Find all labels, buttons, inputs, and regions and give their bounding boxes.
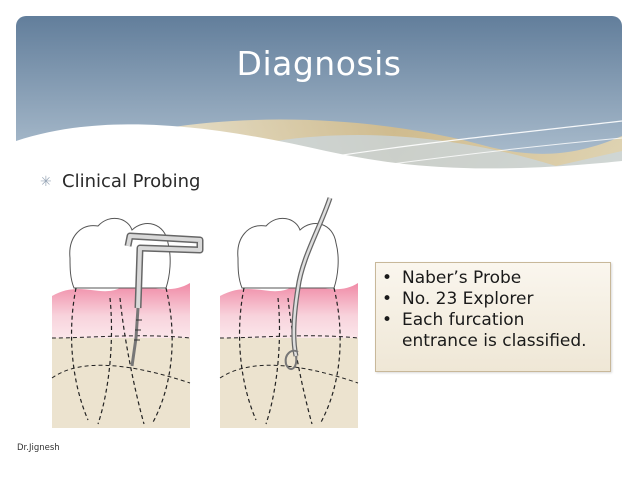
explorer-icon [284, 197, 333, 371]
bullet-text: Clinical Probing [62, 171, 201, 192]
callout-item-text: Each furcation entrance is classified. [402, 310, 587, 351]
callout-item: • Each furcation entrance is classified. [382, 310, 604, 352]
callout-item-text: Naber’s Probe [402, 268, 522, 288]
author-footer: Dr.Jignesh [17, 443, 60, 453]
bullet-dot: • [382, 268, 393, 288]
right-molar [219, 197, 359, 428]
bullet-dot: • [382, 310, 393, 330]
callout-item: • Naber’s Probe [382, 268, 604, 289]
callout-item: • No. 23 Explorer [382, 289, 604, 310]
header-banner [16, 16, 622, 176]
slide-title: Diagnosis [236, 44, 402, 83]
nabers-probe-icon [124, 232, 204, 367]
instrument-callout: • Naber’s Probe • No. 23 Explorer • Each… [375, 262, 611, 372]
callout-list: • Naber’s Probe • No. 23 Explorer • Each… [376, 263, 610, 352]
bullet-clinical-probing: ✳ Clinical Probing [40, 171, 200, 192]
left-molar [51, 217, 204, 428]
bullet-dot: • [382, 289, 393, 309]
asterisk-bullet-icon: ✳ [40, 173, 52, 190]
furcation-probing-illustration [51, 197, 359, 428]
callout-item-text: No. 23 Explorer [402, 289, 534, 309]
